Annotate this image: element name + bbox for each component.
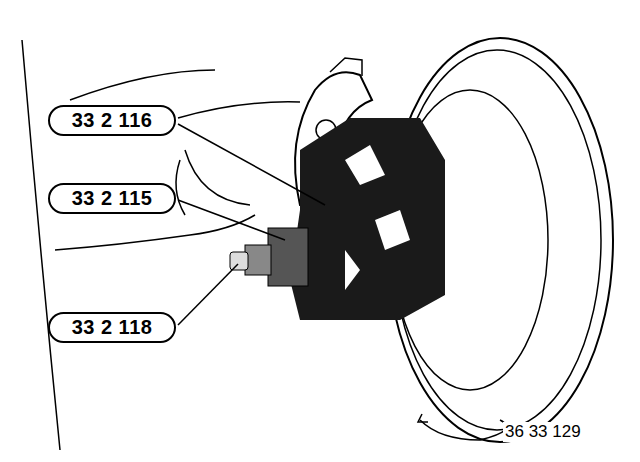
callout-number: 33 2 115 — [72, 187, 153, 210]
figure-number: 36 33 129 — [503, 422, 583, 442]
body-line — [176, 160, 185, 215]
caliper-tab — [330, 58, 362, 76]
body-line — [70, 70, 215, 100]
leader-line — [178, 124, 325, 205]
body-line — [55, 215, 255, 250]
spindle-tip — [230, 252, 248, 270]
callout-number: 33 2 116 — [72, 109, 153, 132]
puller-body — [268, 228, 308, 286]
body-line — [22, 40, 60, 450]
spindle-nut — [245, 245, 271, 275]
callout-pill: 33 2 115 — [48, 183, 176, 214]
pointer-arrow-head — [418, 414, 428, 422]
leader-line — [178, 200, 285, 240]
pointer-arrow — [420, 420, 507, 440]
leader-line — [178, 264, 238, 325]
callout-pill: 33 2 116 — [48, 105, 176, 136]
callout-pill: 33 2 118 — [48, 312, 176, 343]
wheel-hub — [290, 118, 445, 320]
callout-number: 33 2 118 — [72, 316, 153, 339]
leader-line — [178, 102, 300, 118]
hub-opening — [345, 145, 410, 290]
